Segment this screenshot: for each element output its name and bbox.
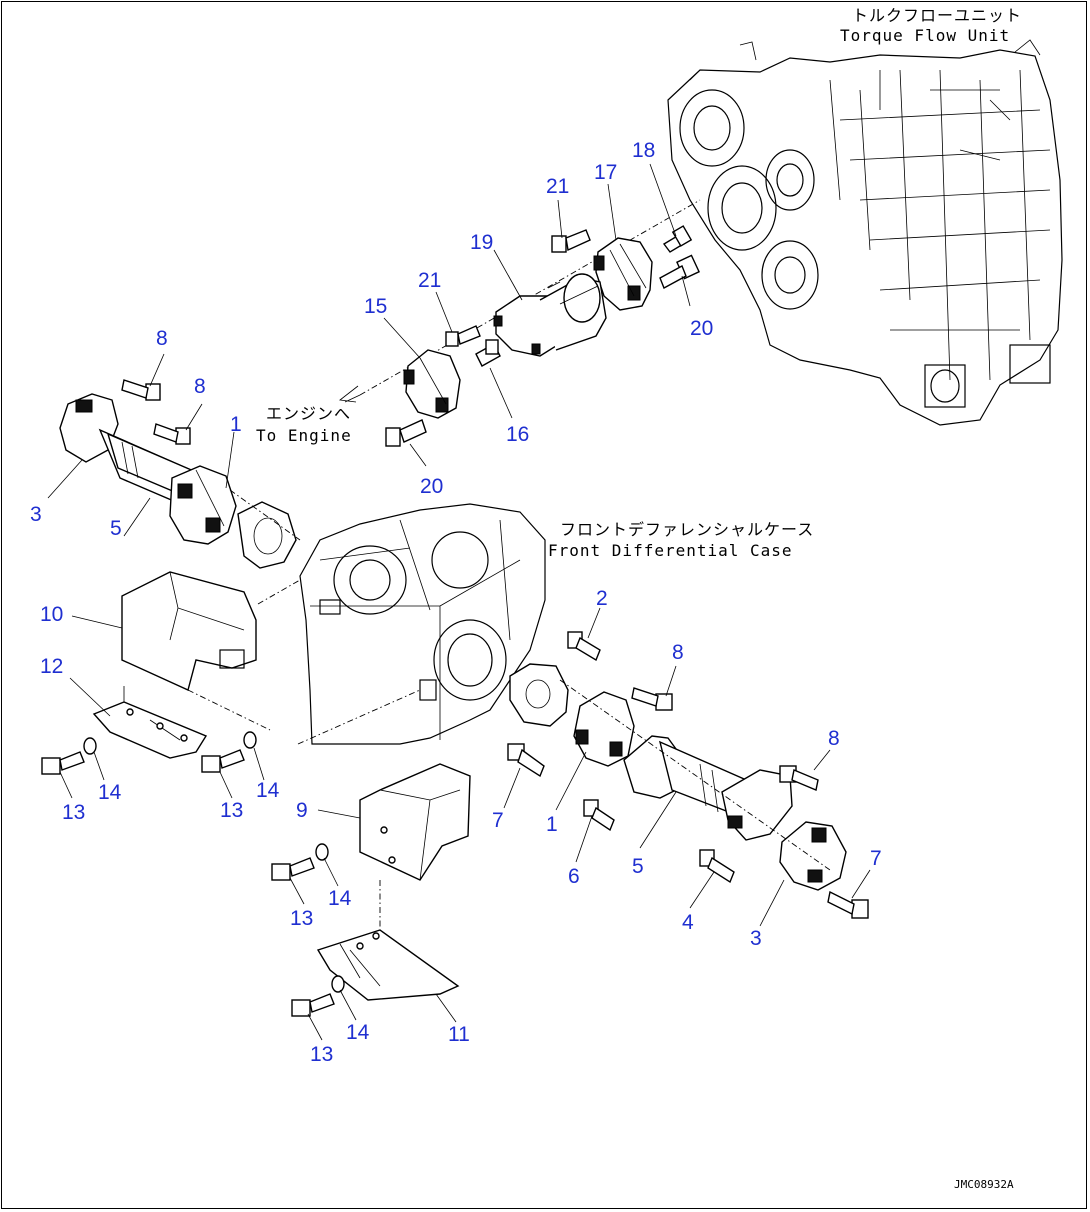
torque-flow-unit-label-en: Torque Flow Unit [840,26,1011,45]
callout-7: 7 [492,809,504,832]
callout-14: 14 [98,781,122,804]
part-13-bolt-guard-9 [271,857,315,881]
torque-flow-unit-label-jp: トルクフローユニット [852,6,1023,25]
part-8-bolt-upper-left [121,379,161,401]
part-8-bolt-right-upper [631,687,673,711]
callout-11: 11 [448,1023,470,1046]
callout-8: 8 [828,727,840,750]
callout-9: 9 [296,799,308,822]
callout-21: 21 [546,175,570,198]
part-20-bolt-lower [385,419,427,447]
callout-15: 15 [364,295,388,318]
callout-13: 13 [62,801,86,824]
callout-1: 1 [230,413,242,436]
callout-21: 21 [418,269,442,292]
part-11-plate [316,929,460,1001]
left-drive-shaft [59,393,301,569]
part-16-grease-fitting [475,339,501,367]
part-18-bolt [662,225,693,253]
lower-axis-line [559,679,831,871]
right-flange [509,663,569,727]
callout-14: 14 [346,1021,370,1044]
front-differential-case [299,503,546,745]
part-7-bolt-right-right [827,890,869,919]
callout-14: 14 [256,779,280,802]
callout-19: 19 [470,231,494,254]
part-5-shaft-right [623,735,793,841]
callout-8: 8 [156,327,168,350]
upper-axis-line [359,199,701,396]
drawing-code: JMC08932A [954,1178,1014,1191]
part-14-washer-middle [243,731,257,749]
part-7-bolt-right-left [507,743,545,778]
front-differential-label-jp: フロントデファレンシャルケース [560,520,815,539]
part-6-grease-fitting [583,799,615,832]
callout-5: 5 [110,517,122,540]
part-10-guard [121,571,257,691]
part-21-bolt-upper [551,229,591,253]
to-engine-label-jp: エンジンへ [266,404,352,423]
part-21-bolt-lower [445,325,481,347]
to-engine-label-en: To Engine [256,426,352,445]
callout-8: 8 [672,641,684,664]
part-8-bolt-right-lower [779,765,819,791]
part-20-bolt-right [659,254,700,289]
part-13-bolt-plate [291,993,335,1017]
callout-1: 1 [546,813,558,836]
part-19-center-shaft [493,273,607,357]
part-14-washer-left [83,737,97,755]
callout-16: 16 [506,423,530,446]
callout-3: 3 [750,927,762,950]
callout-5: 5 [632,855,644,878]
guard-axis-lines [187,579,301,731]
callout-2: 2 [596,587,608,610]
part-12-bracket [92,686,208,759]
part-14-washer-plate [331,975,345,993]
leader-lines [47,163,871,1041]
callout-13: 13 [220,799,244,822]
part-2-grease-fitting [567,631,601,662]
part-13-bolt-middle [201,749,245,773]
part-14-washer-guard-9 [315,843,329,861]
part-1-yoke-right [573,691,635,767]
callout-13: 13 [290,907,314,930]
callout-8: 8 [194,375,206,398]
callout-20: 20 [420,475,444,498]
callout-13: 13 [310,1043,334,1066]
callout-14: 14 [328,887,352,910]
callout-12: 12 [40,655,64,678]
callout-20: 20 [690,317,714,340]
callout-10: 10 [40,603,64,626]
part-13-bolt-left [41,751,85,775]
part-3-yoke-right [779,821,847,891]
callout-6: 6 [568,865,580,888]
part-8-bolt-lower-left [153,423,191,445]
front-differential-label-en: Front Differential Case [548,541,793,560]
callout-7: 7 [870,847,882,870]
part-9-guard [359,763,471,881]
part-4-grease-fitting [699,849,735,884]
to-engine-arrow [338,385,361,403]
callout-18: 18 [632,139,656,162]
callout-17: 17 [594,161,618,184]
torque-flow-unit-housing [667,39,1063,426]
callout-4: 4 [682,911,694,934]
callout-3: 3 [30,503,42,526]
part-15-yoke [403,349,461,419]
